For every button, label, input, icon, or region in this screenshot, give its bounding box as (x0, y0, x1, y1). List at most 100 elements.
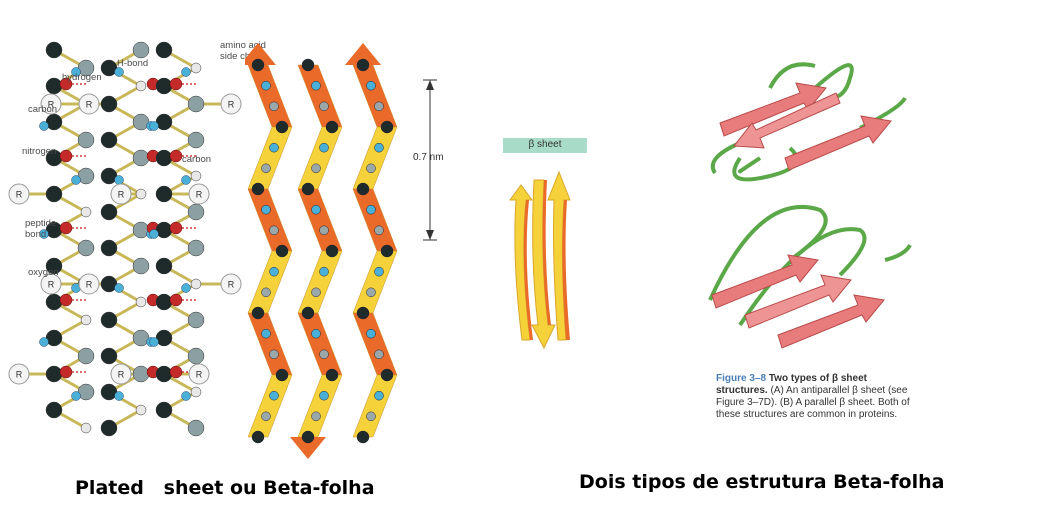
carbon-atom (45, 77, 63, 95)
ribbon-segment (352, 126, 398, 190)
nitrogen-atom (374, 101, 384, 112)
nitrogen-atom (311, 411, 321, 422)
nitrogen-atom (319, 101, 329, 112)
carbon-atom (275, 244, 289, 258)
nitrogen-atom (77, 347, 95, 365)
ribbon-arrowhead (345, 43, 381, 65)
nitrogen-atom (114, 175, 124, 185)
oxygen-atom (59, 293, 73, 307)
oxygen-atom (59, 149, 73, 163)
nitrogen-atom (187, 239, 205, 257)
carbon-atom (100, 131, 118, 149)
carbon-atom (356, 182, 370, 196)
nitrogen-atom (39, 121, 49, 131)
r-group-label: R (16, 370, 23, 380)
nitrogen-atom (149, 121, 159, 131)
carbon-atom (155, 257, 173, 275)
r-group (40, 93, 62, 115)
r-group-label: R (86, 280, 93, 290)
label-nitrogen: nitrogen (22, 146, 57, 157)
nitrogen-atom (71, 67, 81, 77)
nitrogen-atom (132, 41, 150, 59)
oxygen-atom (169, 365, 183, 379)
ribbon-arrowhead (290, 437, 326, 459)
figure-title: Two types of β sheet structures. (716, 373, 867, 396)
carbon-atom (100, 419, 118, 437)
carbon-atom (155, 293, 173, 311)
label-carbon-right: carbon (182, 154, 212, 165)
nitrogen-atom (311, 80, 321, 91)
nitrogen-atom (39, 229, 49, 239)
carbon-atom (251, 182, 265, 196)
nitrogen-atom (187, 131, 205, 149)
nitrogen-atom (39, 337, 49, 347)
r-group-label: R (118, 190, 125, 200)
r-group-label: R (196, 190, 203, 200)
ribbon-segment (297, 250, 343, 314)
nitrogen-atom (311, 328, 321, 339)
oxygen-atom (59, 77, 73, 91)
zigzag-ribbon-model (245, 43, 398, 459)
oxygen-atom (169, 293, 183, 307)
nitrogen-atom (319, 390, 329, 401)
r-group (188, 183, 210, 205)
r-group (110, 183, 132, 205)
hydrogen-atom (135, 188, 147, 200)
label-hydrogen: hydrogen (62, 72, 102, 83)
r-group-label: R (16, 190, 23, 200)
nitrogen-atom (311, 163, 321, 174)
parallel-beta-sheet (708, 204, 912, 349)
nitrogen-atom (374, 390, 384, 401)
r-group-label: R (228, 280, 235, 290)
nitrogen-atom (132, 365, 150, 383)
backbone-bond (160, 48, 200, 430)
nitrogen-atom (149, 229, 159, 239)
ribbon-segment (247, 64, 293, 128)
hydrogen-atom (190, 386, 202, 398)
nitrogen-atom (269, 225, 279, 236)
carbon-atom (100, 347, 118, 365)
nitrogen-atom (187, 419, 205, 437)
carbon-atom (380, 368, 394, 382)
nitrogen-atom (132, 149, 150, 167)
carbon-atom (325, 120, 339, 134)
ribbon-segment (352, 64, 398, 128)
figure-caption: Figure 3–8 Two types of β sheet structur… (716, 373, 916, 421)
hydrogen-atom (80, 422, 92, 434)
carbon-atom (325, 368, 339, 382)
r-group (78, 93, 100, 115)
backbone-bond (50, 48, 90, 430)
hydrogen-atom (80, 206, 92, 218)
nitrogen-atom (181, 67, 191, 77)
label-carbon-left: carbon (28, 104, 58, 115)
nitrogen-atom (187, 95, 205, 113)
nitrogen-atom (114, 391, 124, 401)
carbon-atom (100, 95, 118, 113)
nitrogen-atom (149, 337, 159, 347)
carbon-atom (100, 239, 118, 257)
carbon-atom (45, 365, 63, 383)
oxygen-atom (169, 77, 183, 91)
carbon-atom (251, 430, 265, 444)
ribbon-segment (247, 374, 293, 438)
carbon-atom (155, 185, 173, 203)
r-group-label: R (118, 370, 125, 380)
nitrogen-atom (181, 283, 191, 293)
hydrogen-atom (190, 62, 202, 74)
hydrogen-atom (190, 278, 202, 290)
nitrogen-atom (187, 347, 205, 365)
nitrogen-atom (319, 225, 329, 236)
ribbon-segment (352, 374, 398, 438)
ribbon-segment (297, 312, 343, 376)
nitrogen-atom (71, 391, 81, 401)
carbon-atom (155, 41, 173, 59)
nitrogen-atom (269, 349, 279, 360)
carbon-atom (380, 244, 394, 258)
nitrogen-atom (261, 80, 271, 91)
nitrogen-atom (181, 175, 191, 185)
ribbon-segment (247, 188, 293, 252)
measurement-bracket (423, 79, 437, 241)
nitrogen-atom (366, 80, 376, 91)
nitrogen-atom (366, 411, 376, 422)
